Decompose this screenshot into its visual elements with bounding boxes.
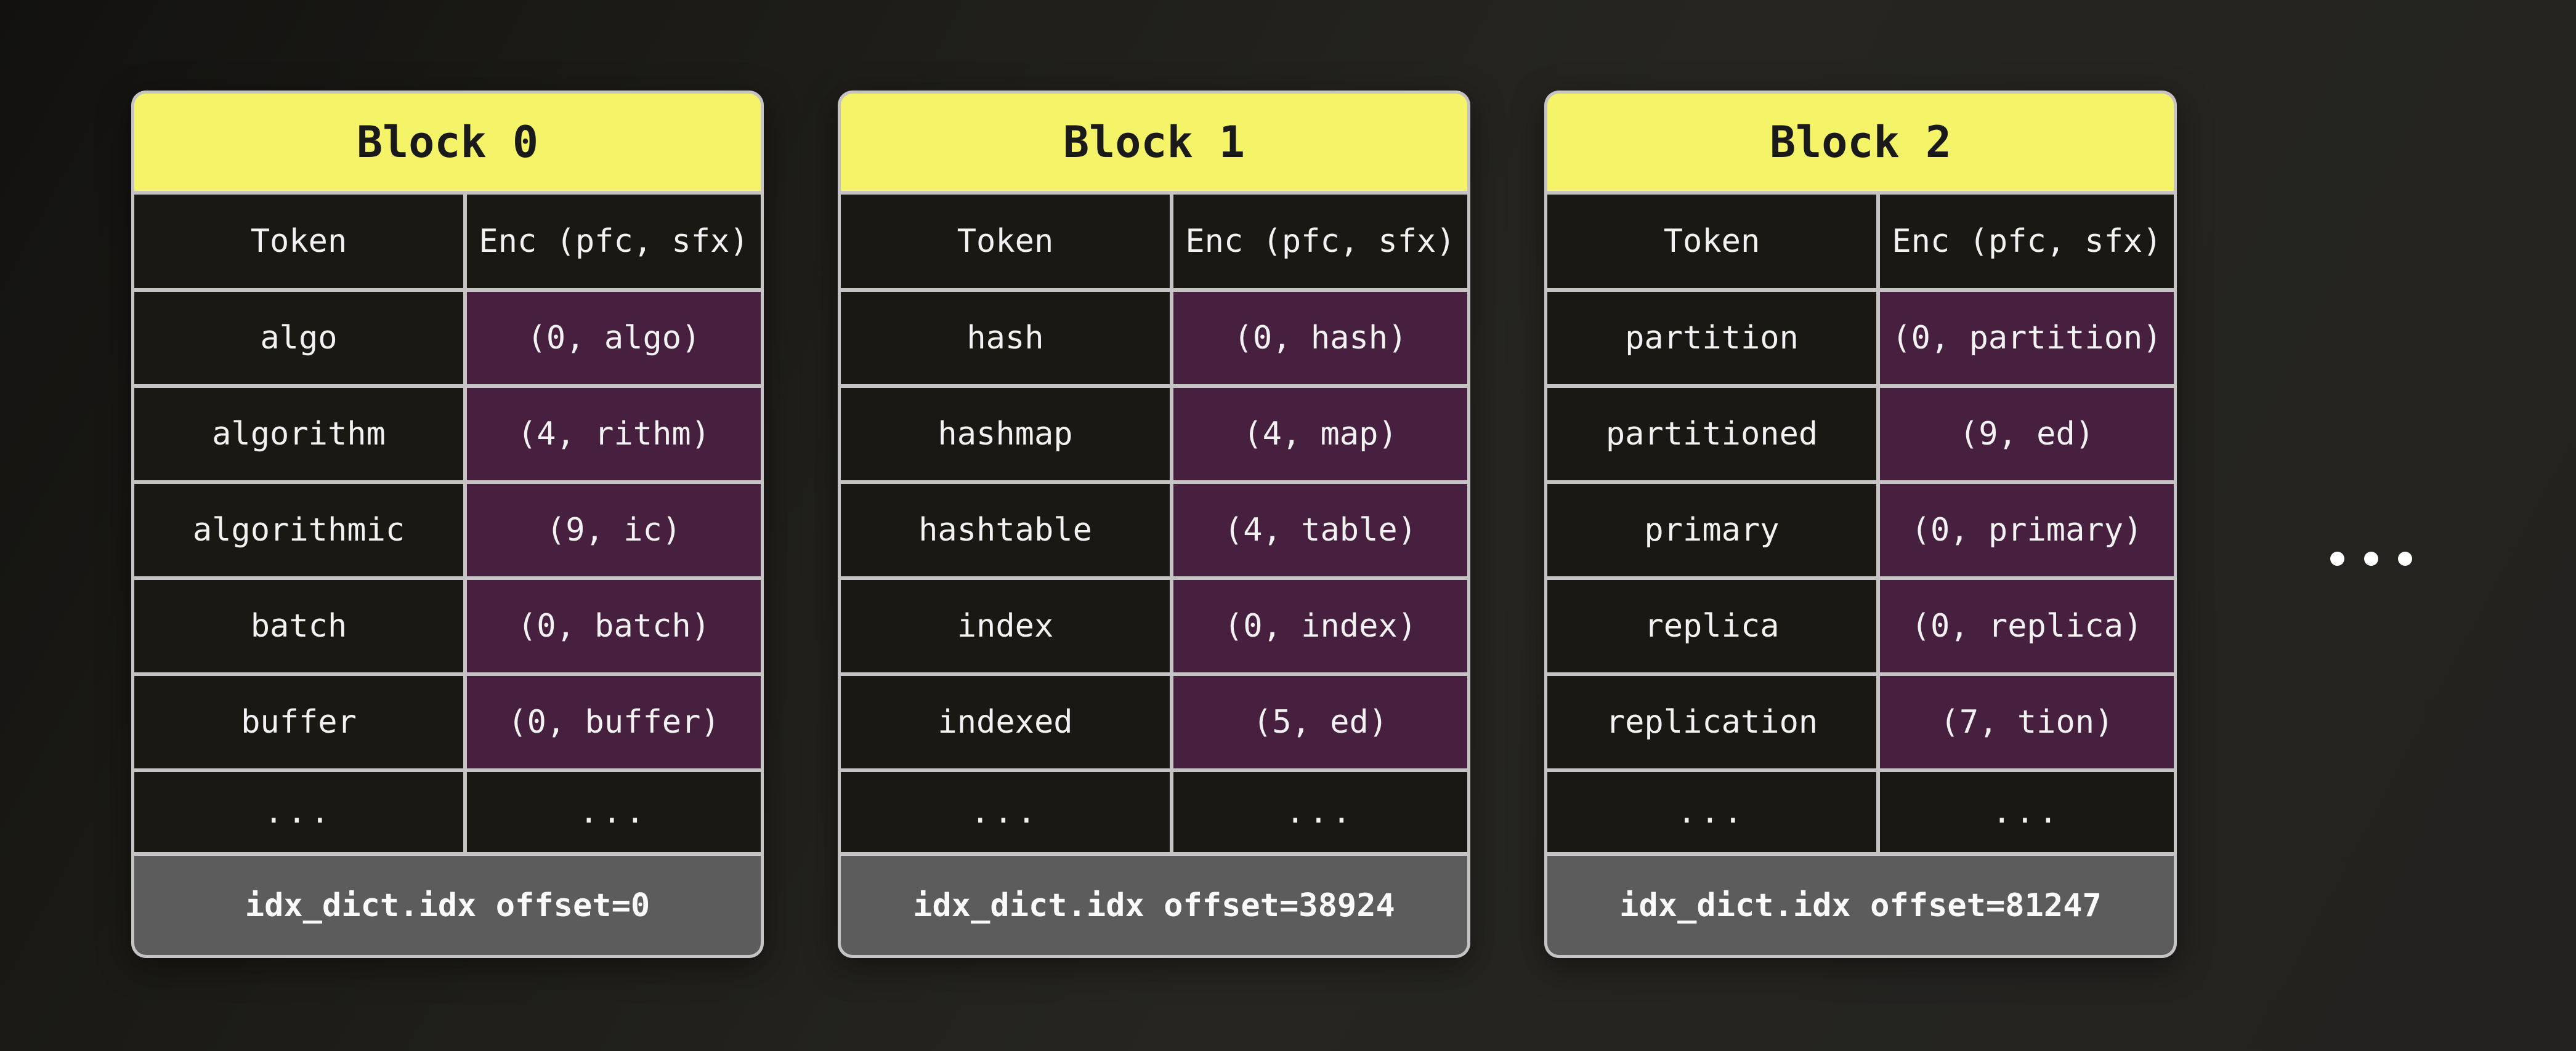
enc-cell: (0, batch) [467, 580, 761, 672]
ellipsis-dot [2330, 552, 2344, 566]
enc-cell: (5, ed) [1173, 676, 1467, 768]
table-row: hashmap(4, map) [841, 388, 1467, 480]
enc-cell: (0, partition) [1880, 292, 2174, 384]
table-row: algorithm(4, rithm) [134, 388, 761, 480]
table-row: replica(0, replica) [1547, 580, 2174, 672]
block-title: Block 0 [134, 94, 761, 191]
token-cell: algorithmic [134, 484, 463, 576]
column-header-enc: Enc (pfc, sfx) [1880, 195, 2174, 288]
ellipsis-dot [2398, 552, 2412, 566]
block-footer: idx_dict.idx offset=81247 [1547, 856, 2174, 955]
enc-cell: (9, ic) [467, 484, 761, 576]
enc-ellipsis-cell: ... [1880, 772, 2174, 852]
table-row: hashtable(4, table) [841, 484, 1467, 576]
enc-cell: (0, buffer) [467, 676, 761, 768]
more-blocks-ellipsis: ... [2330, 552, 2412, 566]
table-row: indexed(5, ed) [841, 676, 1467, 768]
table-row: replication(7, tion) [1547, 676, 2174, 768]
token-cell: index [841, 580, 1170, 672]
ellipsis-row: ...... [1547, 772, 2174, 852]
column-header-enc: Enc (pfc, sfx) [467, 195, 761, 288]
column-header-token: Token [1547, 195, 1876, 288]
ellipsis-row: ...... [841, 772, 1467, 852]
column-header-enc: Enc (pfc, sfx) [1173, 195, 1467, 288]
table-row: hash(0, hash) [841, 292, 1467, 384]
block-footer: idx_dict.idx offset=0 [134, 856, 761, 955]
enc-cell: (4, table) [1173, 484, 1467, 576]
token-cell: replication [1547, 676, 1876, 768]
token-cell: buffer [134, 676, 463, 768]
enc-cell: (0, algo) [467, 292, 761, 384]
column-header-token: Token [841, 195, 1170, 288]
enc-cell: (0, replica) [1880, 580, 2174, 672]
enc-cell: (7, tion) [1880, 676, 2174, 768]
enc-cell: (4, map) [1173, 388, 1467, 480]
table-row: partition(0, partition) [1547, 292, 2174, 384]
ellipsis-dot [2364, 552, 2378, 566]
enc-cell: (0, index) [1173, 580, 1467, 672]
block-title: Block 1 [841, 94, 1467, 191]
table-row: buffer(0, buffer) [134, 676, 761, 768]
token-cell: hashmap [841, 388, 1170, 480]
ellipsis-row: ...... [134, 772, 761, 852]
enc-cell: (0, primary) [1880, 484, 2174, 576]
token-cell: primary [1547, 484, 1876, 576]
token-cell: batch [134, 580, 463, 672]
token-cell: hashtable [841, 484, 1170, 576]
token-cell: algo [134, 292, 463, 384]
token-ellipsis-cell: ... [1547, 772, 1876, 852]
enc-ellipsis-cell: ... [1173, 772, 1467, 852]
table-row: index(0, index) [841, 580, 1467, 672]
enc-cell: (9, ed) [1880, 388, 2174, 480]
block-title: Block 2 [1547, 94, 2174, 191]
table-row: algo(0, algo) [134, 292, 761, 384]
token-cell: hash [841, 292, 1170, 384]
column-header-token: Token [134, 195, 463, 288]
token-cell: partitioned [1547, 388, 1876, 480]
token-ellipsis-cell: ... [134, 772, 463, 852]
token-cell: partition [1547, 292, 1876, 384]
table-row: batch(0, batch) [134, 580, 761, 672]
table-row: primary(0, primary) [1547, 484, 2174, 576]
token-cell: indexed [841, 676, 1170, 768]
enc-cell: (4, rithm) [467, 388, 761, 480]
block-footer: idx_dict.idx offset=38924 [841, 856, 1467, 955]
table-row: partitioned(9, ed) [1547, 388, 2174, 480]
token-cell: algorithm [134, 388, 463, 480]
table-row: algorithmic(9, ic) [134, 484, 761, 576]
token-ellipsis-cell: ... [841, 772, 1170, 852]
token-cell: replica [1547, 580, 1876, 672]
enc-cell: (0, hash) [1173, 292, 1467, 384]
enc-ellipsis-cell: ... [467, 772, 761, 852]
